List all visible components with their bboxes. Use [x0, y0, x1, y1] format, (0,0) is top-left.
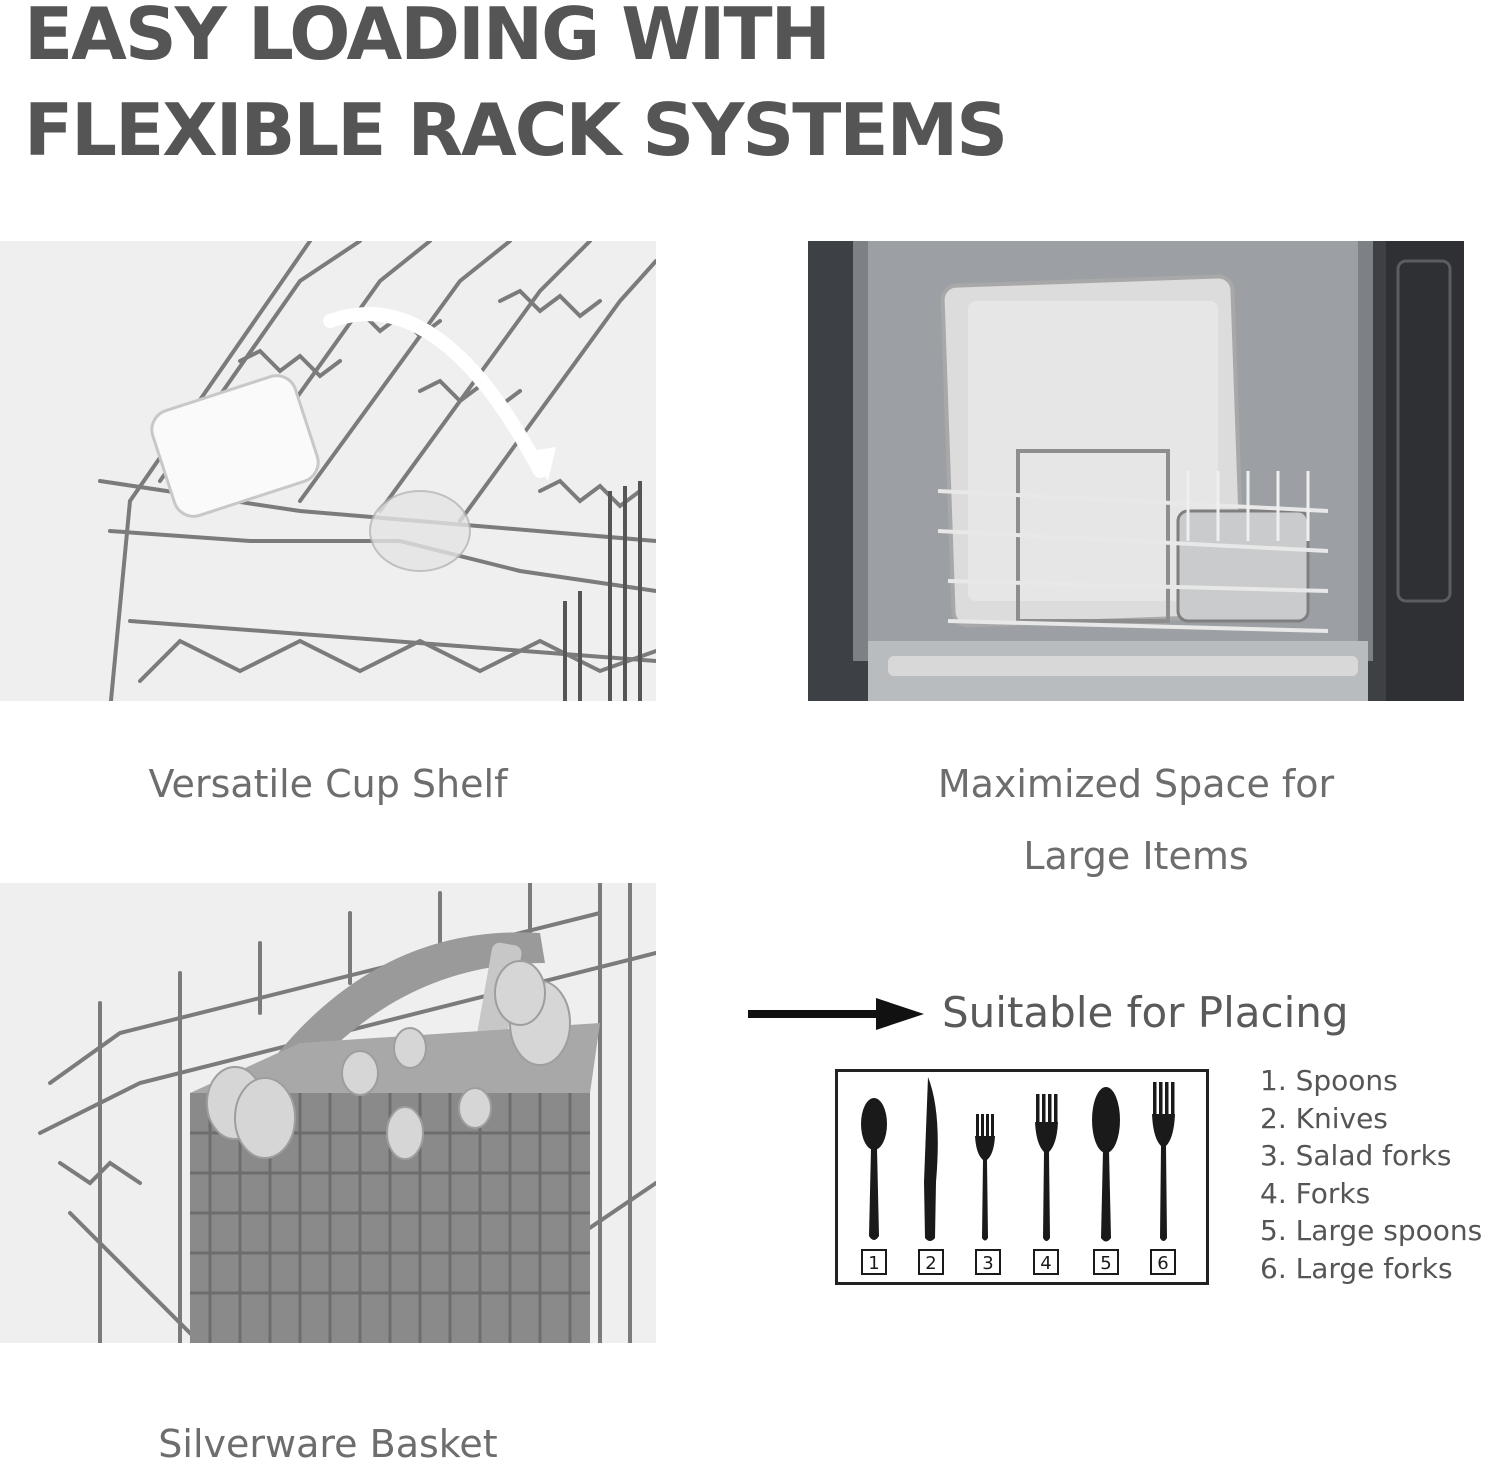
dishwasher-interior-photo: [808, 241, 1464, 701]
slot-number-6: 6: [1157, 1253, 1168, 1274]
page-title: EASY LOADING WITH FLEXIBLE RACK SYSTEMS: [24, 0, 1008, 178]
cup-shelf-photo: [0, 241, 656, 701]
large-spoon-icon: [1092, 1087, 1120, 1242]
placing-title: Suitable for Placing: [942, 988, 1349, 1037]
large-fork-icon: [1152, 1082, 1175, 1241]
silverware-basket-photo: [0, 883, 656, 1343]
slot-number-3: 3: [982, 1253, 993, 1274]
cutlery-diagram: 1 2 3 4 5 6: [835, 1069, 1209, 1285]
caption-large-items: Maximized Space for Large Items: [808, 748, 1464, 892]
caption-cup-shelf: Versatile Cup Shelf: [148, 762, 508, 806]
legend-item: 2. Knives: [1260, 1101, 1388, 1135]
slot-number-5: 5: [1100, 1253, 1111, 1274]
knife-icon: [924, 1077, 938, 1241]
fork-icon: [1035, 1094, 1058, 1241]
legend-item: 5. Large spoons: [1260, 1214, 1483, 1247]
slot-number-2: 2: [925, 1253, 936, 1274]
slot-number-4: 4: [1040, 1253, 1051, 1274]
title-line-1: EASY LOADING WITH: [24, 0, 831, 76]
caption-large-items-line-2: Large Items: [1023, 834, 1249, 878]
spoon-icon: [861, 1098, 887, 1240]
salad-fork-icon: [975, 1114, 995, 1241]
caption-silverware-basket: Silverware Basket: [158, 1422, 498, 1466]
legend-item: 4. Forks: [1260, 1176, 1371, 1210]
title-line-2: FLEXIBLE RACK SYSTEMS: [24, 88, 1008, 172]
cutlery-legend: 1. Spoons 2. Knives 3. Salad forks 4. Fo…: [1260, 1062, 1482, 1287]
legend-item: 6. Large forks: [1260, 1251, 1453, 1285]
slot-number-1: 1: [868, 1253, 879, 1274]
arrow-right-icon: [748, 998, 924, 1030]
legend-item: 1. Spoons: [1260, 1064, 1398, 1097]
caption-large-items-line-1: Maximized Space for: [937, 762, 1335, 806]
legend-item: 3. Salad forks: [1260, 1139, 1452, 1172]
